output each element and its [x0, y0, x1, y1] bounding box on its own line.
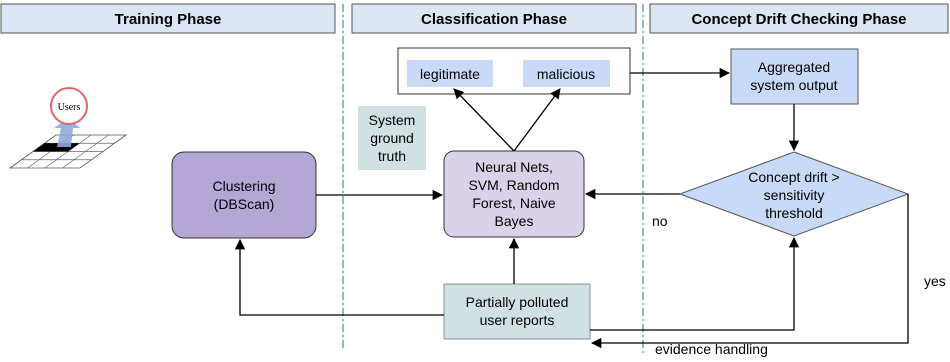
reports-label-2: user reports [480, 312, 555, 328]
aggregated-label-2: system output [750, 77, 837, 93]
decision-label-3: threshold [765, 205, 823, 221]
edge-label-no: no [652, 213, 668, 229]
aggregated-output-node: Aggregated system output [730, 48, 859, 105]
ground-truth-label-2: ground [370, 130, 414, 146]
edge-label-evidence-handling: evidence handling [655, 341, 768, 357]
arrow-reports-to-decision [590, 236, 800, 331]
users-label: Users [58, 102, 81, 113]
clustering-node: Clustering (DBScan) [171, 151, 317, 239]
edge-label-yes: yes [924, 273, 946, 289]
arrow-reports-to-clustering [234, 238, 444, 316]
ground-truth-node: System ground truth [358, 106, 426, 170]
phase-header-classification: Classification Phase [351, 3, 637, 34]
arrow-classifier-to-malicious [513, 88, 561, 152]
classifier-node: Neural Nets, SVM, Random Forest, Naive B… [443, 150, 585, 238]
legitimate-label: legitimate [420, 66, 480, 82]
clustering-label-2: (DBScan) [214, 196, 275, 212]
malicious-box [523, 60, 610, 87]
legitimate-box [407, 60, 493, 87]
classification-phase-title: Classification Phase [421, 11, 567, 28]
output-container: legitimate malicious [397, 47, 631, 95]
arrow-classifier-to-legitimate [453, 88, 515, 152]
training-phase-title: Training Phase [115, 11, 222, 28]
users-arrow-icon [54, 118, 80, 147]
ground-truth-label-1: System [369, 112, 416, 128]
drift-decision-node: Concept drift > sensitivity threshold [678, 151, 910, 237]
classifier-label-3: Forest, Naive [472, 195, 555, 211]
classifier-label-2: SVM, Random [468, 177, 559, 193]
drift-phase-title: Concept Drift Checking Phase [691, 11, 906, 28]
classifier-label-4: Bayes [495, 213, 534, 229]
users-grid-illustration: Users [8, 87, 128, 169]
classifier-label-1: Neural Nets, [475, 159, 553, 175]
clustering-label-1: Clustering [212, 178, 275, 194]
reports-label-1: Partially polluted [466, 294, 569, 310]
users-circle-icon [50, 87, 88, 125]
decision-label-1: Concept drift > [748, 169, 839, 185]
malicious-label: malicious [537, 66, 595, 82]
user-reports-node: Partially polluted user reports [443, 283, 591, 340]
arrow-decision-yes-to-reports [590, 194, 909, 349]
phase-header-drift: Concept Drift Checking Phase [649, 3, 949, 34]
decision-label-2: sensitivity [764, 187, 825, 203]
ground-truth-label-3: truth [378, 148, 406, 164]
phase-header-training: Training Phase [0, 3, 336, 34]
aggregated-label-1: Aggregated [758, 59, 830, 75]
